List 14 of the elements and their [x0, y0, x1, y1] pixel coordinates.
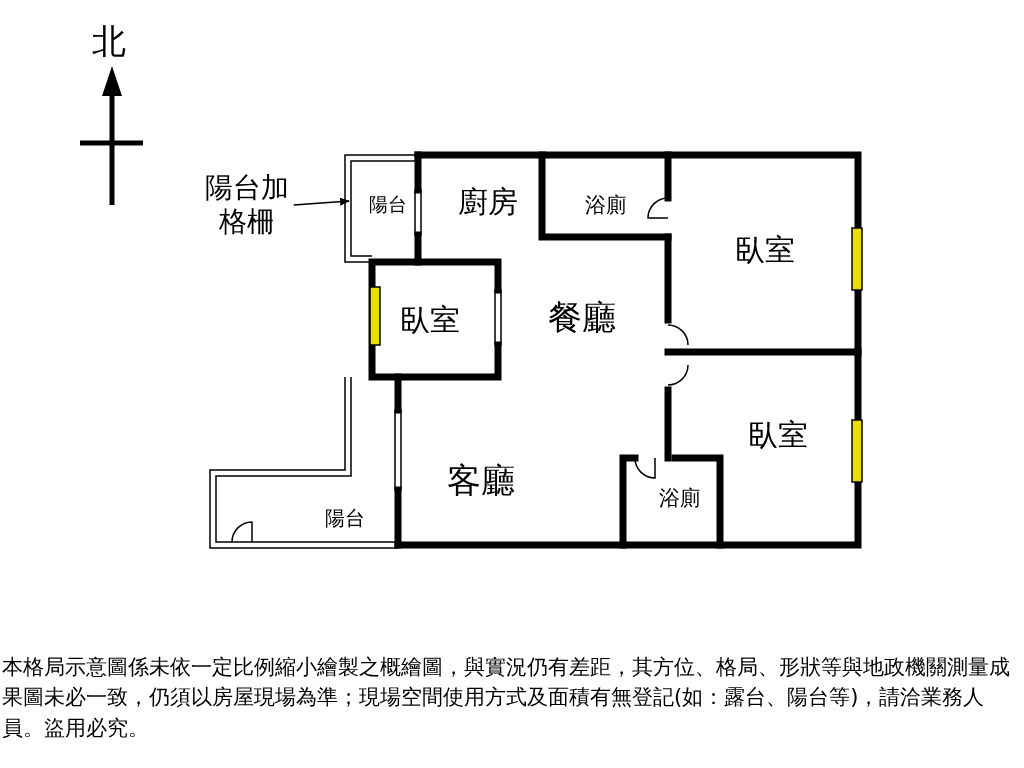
leader-line — [292, 197, 350, 206]
compass-label: 北 — [92, 22, 126, 62]
room-label: 陽台 — [325, 506, 365, 530]
room-label: 臥室 — [400, 302, 460, 338]
room-label: 廚房 — [458, 184, 518, 220]
room-label: 浴廁 — [659, 485, 701, 511]
room-label: 臥室 — [748, 417, 808, 453]
room-label: 臥室 — [735, 232, 795, 268]
room-label: 餐廳 — [548, 298, 616, 338]
room-label: 陽台 — [369, 194, 407, 216]
callout-text: 陽台加格柵 — [204, 171, 290, 239]
room-label: 浴廁 — [585, 192, 627, 218]
caption: 本格局示意圖係未依一定比例縮小繪製之概繪圖，與實況仍有差距，其方位、格局、形狀等與地政機關測量成果圖未必一致，仍須以房屋現場為準；現場空間使用方式及面積有無登記(如：露台、陽台等)，請洽業務人員。盜用必究。 — [2, 654, 1011, 742]
room-label: 客廳 — [447, 461, 515, 501]
